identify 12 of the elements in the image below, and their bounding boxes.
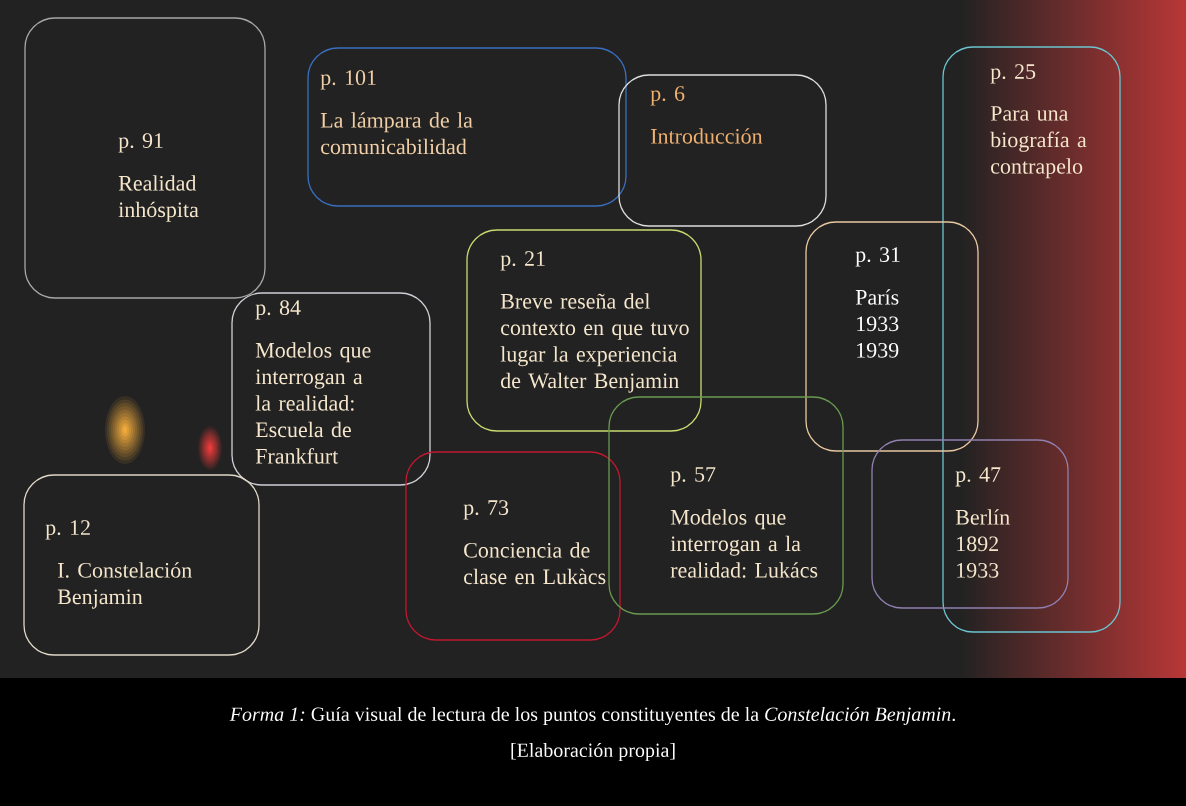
topic-box: p. 101 La lámpara de la comunicabilidad	[307, 47, 627, 207]
topic-box: p. 73 Conciencia de clase en Lukàcs	[405, 451, 621, 641]
topic-box: p. 12 I. Constelación Benjamin	[23, 474, 260, 656]
topic-box: p. 21 Breve reseña del contexto en que tuvo lugar la experiencia de Walter Benjamin	[466, 229, 702, 432]
topic-box: p. 31 París 1933 1939	[805, 221, 979, 452]
topic-box: p. 84 Modelos que interrogan a la realidad: Escuela de Frankfurt	[231, 292, 431, 486]
caption: Forma 1: Guía visual de lectura de los puntos constituyentes de la Constelación Benjamin.	[229, 706, 955, 726]
topic-box: p. 47 Berlín 1892 1933	[871, 439, 1069, 609]
topic-box: p. 91 Realidad inhóspita	[24, 17, 266, 299]
topic-box: p. 6 Introducción	[618, 74, 827, 227]
topic-box: p. 57 Modelos que interrogan a la realidad: Lukács	[608, 396, 844, 615]
source-note: [Elaboración propia]	[511, 742, 675, 762]
